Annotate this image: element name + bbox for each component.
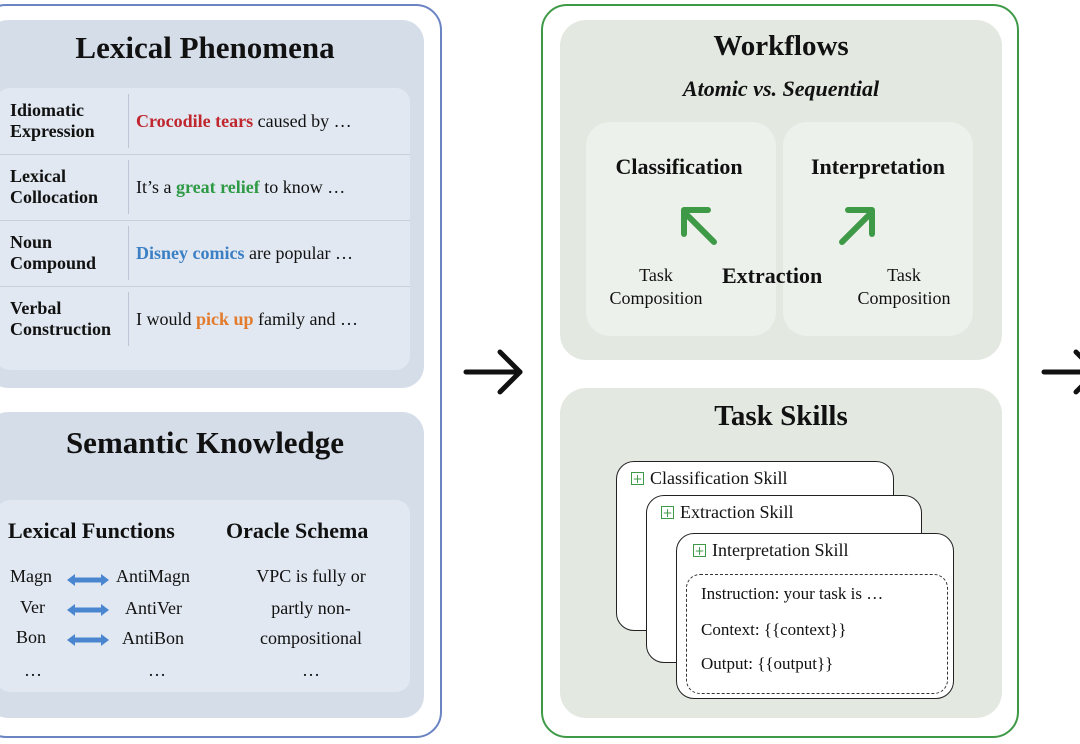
lf-ellipsis-right: …	[148, 660, 166, 680]
task-composition-line-2: Composition	[857, 288, 951, 308]
semantic-knowledge-table	[0, 500, 410, 692]
oracle-schema-ellipsis: …	[302, 660, 320, 680]
lf-ellipsis-left: …	[24, 660, 42, 680]
classification-skill-label: + Classification Skill	[631, 468, 788, 489]
template-context: Context: {{context}}	[701, 620, 847, 639]
template-output: Output: {{output}}	[701, 654, 834, 673]
workflows-subtitle: Atomic vs. Sequential	[682, 76, 880, 101]
lf-left-magn: Magn	[10, 566, 52, 586]
example-highlight: pick up	[196, 308, 254, 329]
lf-right-antimagn: AntiMagn	[116, 566, 190, 586]
plus-icon: +	[631, 471, 644, 486]
template-instruction: Instruction: your task is …	[701, 584, 884, 603]
interpretation-label: Interpretation	[810, 154, 946, 179]
right-arrow-icon	[463, 349, 523, 395]
lf-right-antibon: AntiBon	[122, 628, 185, 648]
interpretation-skill-label: + Interpretation Skill	[693, 540, 848, 561]
skill-name: Extraction Skill	[680, 502, 794, 522]
row-label: Noun Compound	[10, 232, 97, 273]
classification-label: Classification	[615, 154, 743, 179]
arrow-up-right-icon	[839, 207, 875, 245]
lexical-functions-header: Lexical Functions	[8, 518, 175, 543]
example-prefix: It’s a	[136, 176, 176, 197]
skill-name: Interpretation Skill	[712, 540, 849, 560]
example-highlight: great relief	[176, 176, 260, 197]
oracle-schema-header: Oracle Schema	[226, 518, 369, 543]
semantic-knowledge-title: Semantic Knowledge	[65, 425, 345, 460]
lf-right-antiver: AntiVer	[125, 598, 182, 618]
table-row: Idiomatic Expression Crocodile tears cau…	[0, 88, 410, 155]
row-example: Crocodile tears caused by …	[136, 88, 352, 154]
lexical-phenomena-table: Idiomatic Expression Crocodile tears cau…	[0, 88, 410, 370]
row-example: Disney comics are popular …	[136, 220, 353, 286]
task-composition-left: Task Composition	[586, 264, 726, 310]
sequential-card	[783, 122, 973, 336]
row-divider	[128, 94, 129, 148]
lf-left-bon: Bon	[16, 627, 47, 647]
table-row: Verbal Construction I would pick up fami…	[0, 286, 410, 352]
task-composition-right: Task Composition	[834, 264, 974, 310]
example-rest: caused by …	[253, 110, 352, 131]
double-arrow-icon	[67, 634, 109, 646]
task-skills-title: Task Skills	[714, 400, 848, 432]
task-composition-line-2: Composition	[609, 288, 703, 308]
table-row: Noun Compound Disney comics are popular …	[0, 220, 410, 287]
table-row: Lexical Collocation It’s a great relief …	[0, 154, 410, 221]
interpretation-skill-card: + Interpretation Skill	[676, 533, 954, 699]
arrow-up-left-icon	[681, 207, 717, 245]
task-composition-line-1: Task	[887, 265, 921, 285]
example-rest: to know …	[259, 176, 346, 197]
lf-left-ver: Ver	[20, 597, 45, 617]
row-divider	[128, 160, 129, 214]
row-label: Idiomatic Expression	[10, 100, 95, 141]
example-highlight: Disney comics	[136, 242, 245, 263]
oracle-schema-line-1: VPC is fully or	[256, 566, 366, 586]
row-divider	[128, 292, 129, 346]
double-arrow-icon	[67, 574, 109, 586]
example-rest: are popular …	[244, 242, 353, 263]
extraction-skill-label: + Extraction Skill	[661, 502, 793, 523]
lexical-phenomena-title: Lexical Phenomena	[75, 30, 335, 65]
extraction-label: Extraction	[722, 263, 823, 288]
row-divider	[128, 226, 129, 280]
row-label: Lexical Collocation	[10, 166, 98, 207]
plus-icon: +	[661, 505, 674, 520]
example-rest: family and …	[253, 308, 359, 329]
row-example: It’s a great relief to know …	[136, 154, 345, 220]
double-arrow-icon	[67, 604, 109, 616]
example-prefix: I would	[136, 308, 196, 329]
task-composition-line-1: Task	[639, 265, 673, 285]
oracle-schema-line-2: partly non-	[271, 598, 351, 618]
row-example: I would pick up family and …	[136, 286, 358, 352]
prompt-template-box	[686, 574, 948, 694]
skill-name: Classification Skill	[650, 468, 788, 488]
example-highlight: Crocodile tears	[136, 110, 254, 131]
oracle-schema-line-3: compositional	[260, 628, 362, 648]
right-arrow-icon	[1041, 349, 1080, 395]
workflows-title: Workflows	[713, 30, 849, 62]
row-label: Verbal Construction	[10, 298, 112, 339]
plus-icon: +	[693, 543, 706, 558]
